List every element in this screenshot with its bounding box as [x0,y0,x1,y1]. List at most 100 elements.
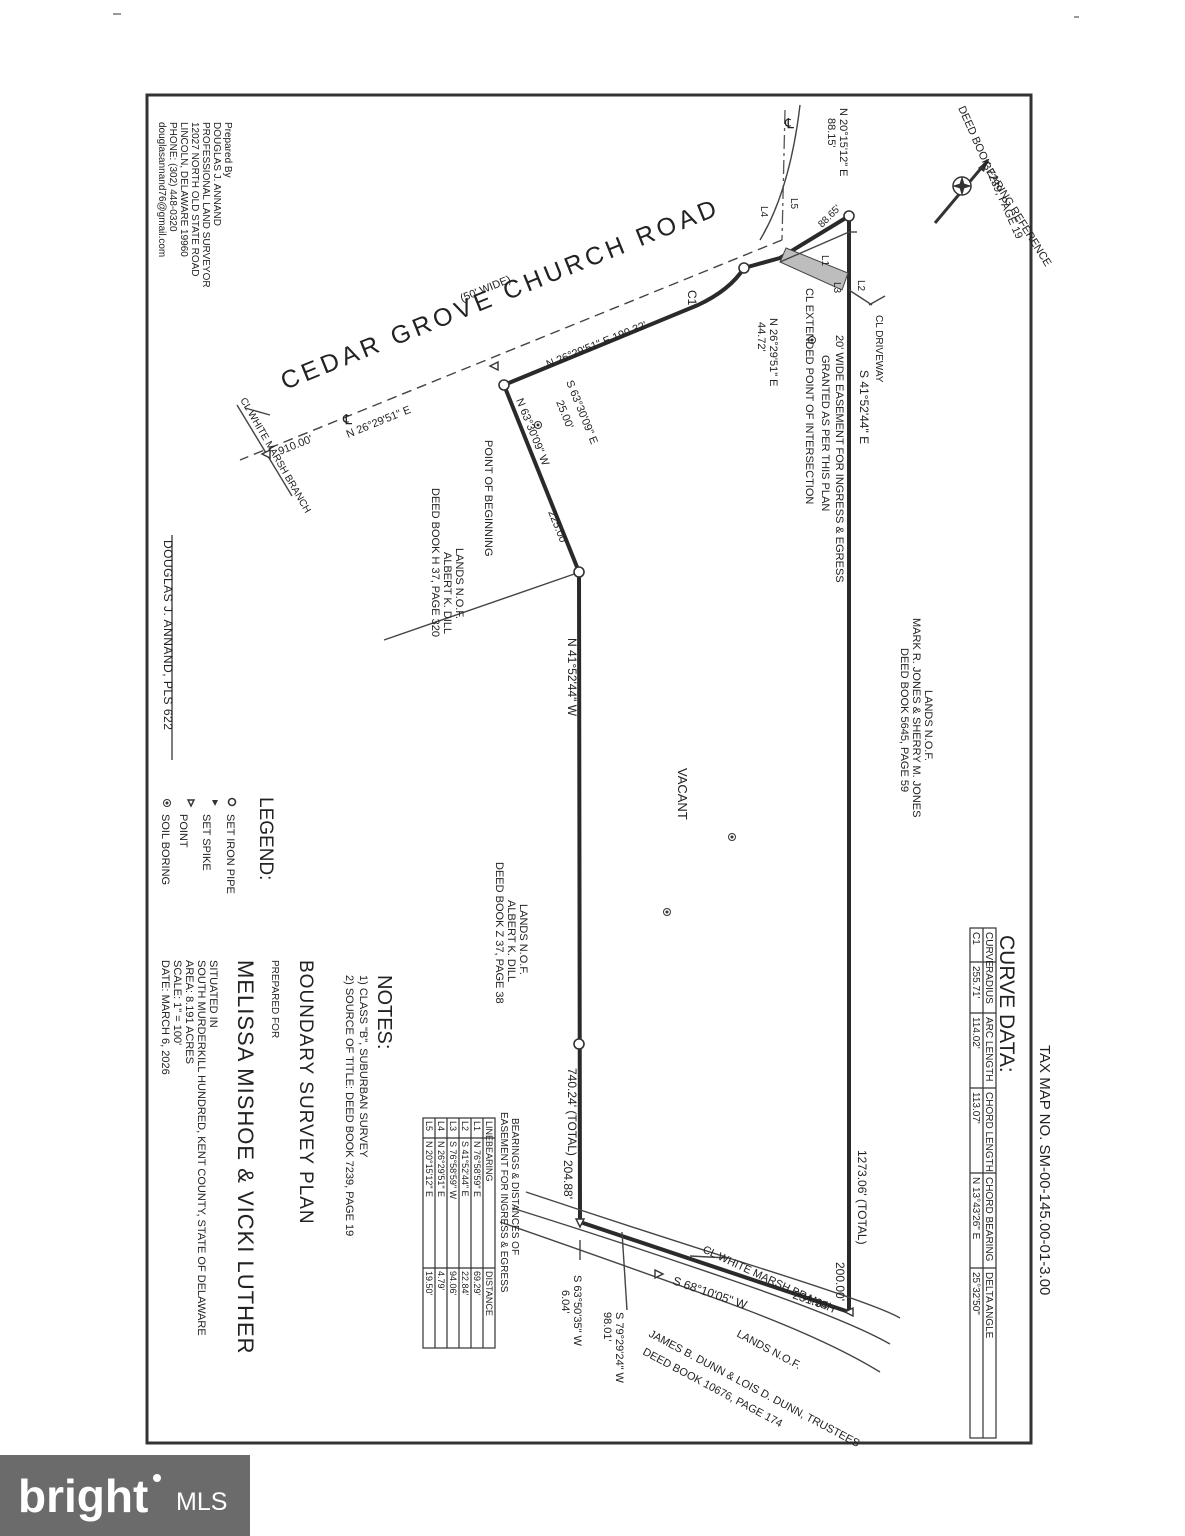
driveway-distance: 88.15' [825,118,837,148]
line-label-l5: L5 [788,198,799,210]
curve-data-table: CURVE DATA: CURVE RADIUS ARC LENGTH CHOR… [969,927,1018,1439]
iron-pipe-icon [573,1038,585,1050]
south-line-bearing: S 68°10'05" W [671,1274,749,1313]
easement-cell: 94.06' [448,1271,458,1296]
road-centerline [781,109,786,241]
west-line-segment: 204.88' [561,1160,575,1199]
dill-adjoiner-2: ALBERT K. DILL [505,900,517,982]
east-line-total: 1273.06' (TOTAL) [855,1150,869,1245]
curve-header-chord: CHORD LENGTH [983,1092,994,1172]
easement-table-title: BEARINGS & DISTANCES OF [509,1118,520,1255]
easement-cell: 22.84' [460,1271,470,1296]
curve-cell: 255.71' [970,966,981,999]
white-marsh-branch-line [236,404,293,497]
jones-adjoiner: LANDS N.O.F. [922,690,934,761]
location-text: SOUTH MURDERKILL HUNDRED, KENT COUNTY, S… [195,960,207,1336]
west-line-bearing: N 41°52'44" W [565,638,579,717]
area-text: AREA: 8.191 ACRES [183,960,195,1064]
line-label-l1: L1 [819,255,830,267]
soil-boring-icon [534,421,542,429]
easement-cell: 19.50' [424,1271,434,1296]
dill-adjoiner: LANDS N.O.F. [453,548,465,619]
creek-distance: 98.01' [601,1312,613,1342]
soil-boring-icon [808,336,816,344]
boundary-line [502,214,851,1314]
point-icon [260,448,271,460]
iron-pipe-icon [843,210,855,222]
legend-label: POINT [177,814,189,848]
curve-cell: N 13°43'26" E [970,1177,981,1240]
easement-cell: L4 [436,1121,446,1131]
easement-cell: S 41°52'44" E [460,1141,470,1197]
prepared-for-label: PREPARED FOR [269,960,280,1038]
easement-cell: L2 [460,1121,470,1131]
easement-cell: L3 [448,1121,458,1131]
curve-cell: 113.07' [970,1092,981,1124]
branch-tick [244,407,271,416]
jones-adjoiner: MARK R. JONES & SHERRY M. JONES [910,618,922,817]
iron-pipe-icon [573,566,585,578]
plan-frame [145,93,1033,1445]
line-label-l3: L3 [831,282,842,294]
curve-cell: C1 [970,932,981,945]
driveway-line [848,289,873,306]
point-icon [654,1268,665,1280]
client-name: MELISSA MISHOE & VICKI LUTHER [233,960,258,1355]
east-line-bearing: S 41°52'44" E [857,370,871,444]
intersection-distance: 44.72' [755,322,767,352]
point-icon [843,1306,854,1318]
circle-icon [227,797,237,807]
legend-label: SET IRON PIPE [224,814,236,894]
branch-leader [689,1255,729,1259]
line-label-l2: L2 [855,280,866,292]
curve-cell: 114.02' [970,1017,981,1049]
dill-adjoiner-2: DEED BOOK Z 37, PAGE 38 [493,862,505,1004]
preparer-line: LINCOLN, DELAWARE 19960 [178,122,189,257]
easement-cell: 4.79' [436,1271,446,1291]
preparer-line: PROFESSIONAL LAND SURVEYOR [200,122,211,288]
filled-triangle-icon [212,800,218,806]
curve-header-radius: RADIUS [983,966,994,1004]
curve-header-curve: CURVE [983,932,994,967]
north-arrow-icon [933,159,990,224]
road-distance: 910.00' [277,433,315,458]
curve-header-delta: DELTA ANGLE [983,1272,994,1339]
creek-bank [525,1191,901,1319]
soil-boring-icon [163,799,171,807]
point-icon [488,360,499,372]
cl-extended-label: CL EXTENDED POINT OF INTERSECTION [803,288,815,504]
preparer-line: DOUGLAS J. ANNAND [211,122,222,226]
jones-adjoiner: DEED BOOK 5645, PAGE 59 [898,648,910,792]
curve-data-title: CURVE DATA: [995,935,1018,1073]
easement-table: BEARINGS & DISTANCES OF EASEMENT FOR ING… [422,1112,520,1349]
legend-label: SET SPIKE [200,814,212,871]
road-bearing: N 26°29'51" E [345,404,413,441]
intersection-bearing: N 26°29'51" E [767,318,779,387]
easement-cell: N 76°58'59" E [472,1141,482,1197]
line-label-l4: L4 [758,206,769,218]
easement-header: DISTANCE [484,1271,494,1316]
creek-bearing: S 79°29'24" W [613,1312,625,1384]
frontage-bearing: N 26°29'51" E 190.32' [545,319,649,370]
scale-text: SCALE: 1" = 100' [171,960,183,1045]
dim-leader [621,1231,628,1311]
white-marsh-branch-label: CL WHITE MARSH BRANCH [701,1244,837,1316]
driveway-bearing: N 20°15'12" E [837,108,849,177]
situated-label: SITUATED IN [207,960,219,1028]
curve-header-chord-bearing: CHORD BEARING [983,1177,994,1262]
tax-map-number: TAX MAP NO. SM-00-145.00-01-3.00 [1036,1045,1053,1295]
curve-label: C1 [685,290,699,306]
driveway-leader [868,295,886,306]
point-of-beginning-label: POINT OF BEGINNING [482,440,494,557]
iron-pipe-icon [738,262,750,274]
plan-title: BOUNDARY SURVEY PLAN [295,960,316,1225]
dill-adjoiner: ALBERT K. DILL [441,552,453,634]
surveyor-signature: DOUGLAS J. ANNAND, PLS 622 [161,540,175,730]
dill-adjoiner-2: LANDS N.O.F. [517,904,529,975]
watermark-brand: bright [18,1470,148,1522]
easement-header: LINE [484,1121,494,1141]
curve-header-arc: ARC LENGTH [983,1017,994,1081]
adjoiner-line [383,571,581,641]
easement-cell: L5 [424,1121,434,1131]
